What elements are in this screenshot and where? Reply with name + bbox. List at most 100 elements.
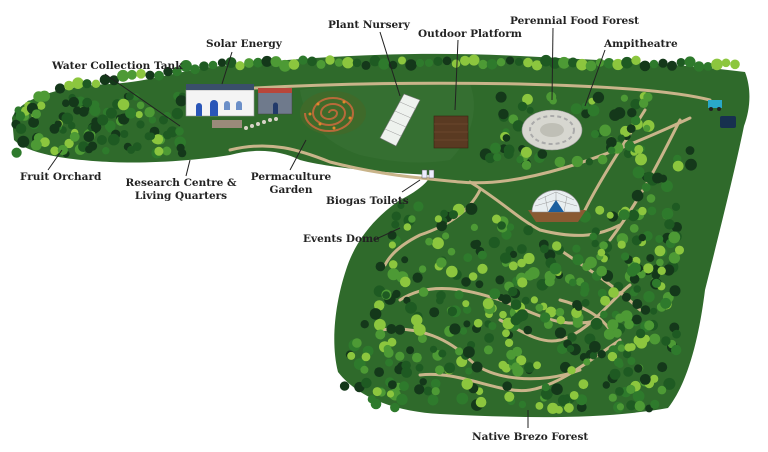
tree [524, 270, 536, 281]
tree [235, 61, 245, 71]
tree [427, 394, 439, 406]
tree [387, 337, 397, 347]
tree [431, 387, 440, 396]
tree [325, 55, 335, 65]
tree [465, 202, 478, 215]
tree [589, 351, 598, 360]
tree [641, 183, 651, 192]
tree [501, 294, 512, 305]
tree [517, 244, 527, 254]
tree [552, 241, 562, 251]
tree [401, 256, 409, 264]
tree [132, 93, 140, 101]
tree [621, 252, 630, 261]
tree [654, 245, 666, 257]
tree [617, 240, 626, 249]
tree [554, 156, 566, 168]
tree [721, 58, 731, 68]
tree [632, 166, 645, 179]
tree [505, 338, 514, 347]
tree [369, 55, 381, 67]
tree [634, 144, 644, 154]
tree [475, 396, 487, 408]
tree [485, 152, 496, 164]
label-outdoor-platform: Outdoor Platform [418, 28, 522, 40]
tree [372, 387, 382, 397]
tree [627, 209, 639, 222]
tree [647, 206, 657, 216]
tree [589, 232, 598, 241]
tree [447, 247, 456, 256]
tree [506, 349, 516, 360]
tree [537, 149, 548, 159]
tree [508, 286, 518, 297]
tree [578, 379, 589, 390]
tree [460, 55, 470, 66]
tree [626, 384, 636, 394]
tree [514, 57, 524, 66]
tree [589, 341, 601, 353]
tree [415, 363, 424, 372]
tree [361, 352, 371, 362]
tree [640, 305, 651, 315]
tree [623, 367, 634, 377]
plant-nursery-greenhouse [379, 93, 421, 147]
tree [671, 344, 682, 356]
tree [508, 261, 518, 271]
tree [585, 60, 597, 72]
tree [585, 158, 594, 166]
tree [361, 377, 372, 389]
tree [438, 349, 447, 358]
tree [99, 74, 111, 86]
tree [105, 107, 117, 119]
tree [493, 153, 502, 162]
tree [447, 306, 458, 317]
tree [96, 135, 107, 145]
tree [244, 58, 254, 68]
tree [125, 92, 134, 101]
tree [261, 55, 273, 67]
tree [432, 237, 444, 250]
tree [595, 205, 605, 215]
tree [492, 214, 501, 224]
tree [503, 149, 514, 159]
tree [369, 308, 382, 320]
tree [463, 253, 473, 262]
tree [618, 209, 630, 221]
tree [270, 56, 282, 68]
tree [406, 346, 415, 355]
tree [624, 140, 635, 151]
tree [456, 392, 469, 405]
label-research-centre-line2: Living Quarters [134, 190, 228, 202]
tree [383, 344, 392, 353]
tree [136, 69, 146, 79]
tree [486, 59, 498, 70]
tree [415, 58, 425, 68]
tree [669, 285, 681, 297]
tree [634, 400, 645, 412]
tree [367, 395, 376, 404]
tree [399, 381, 409, 392]
tree [463, 320, 471, 328]
tree [517, 258, 526, 268]
tree [502, 381, 512, 392]
tree [135, 111, 143, 119]
tree [374, 300, 385, 311]
tree [500, 252, 512, 264]
tree [620, 94, 629, 102]
tree [468, 54, 480, 66]
tree [360, 320, 369, 329]
tree [646, 254, 655, 263]
tree [506, 223, 515, 231]
tree [163, 66, 173, 77]
label-water-collection-tank: Water Collection Tank [52, 60, 183, 72]
ampitheatre [521, 109, 583, 151]
tree [616, 403, 625, 411]
tree [436, 296, 444, 305]
tree [471, 361, 483, 373]
tree [617, 344, 626, 352]
tree [61, 112, 74, 125]
tree [630, 98, 641, 110]
tree [172, 66, 182, 77]
tree [504, 391, 515, 402]
